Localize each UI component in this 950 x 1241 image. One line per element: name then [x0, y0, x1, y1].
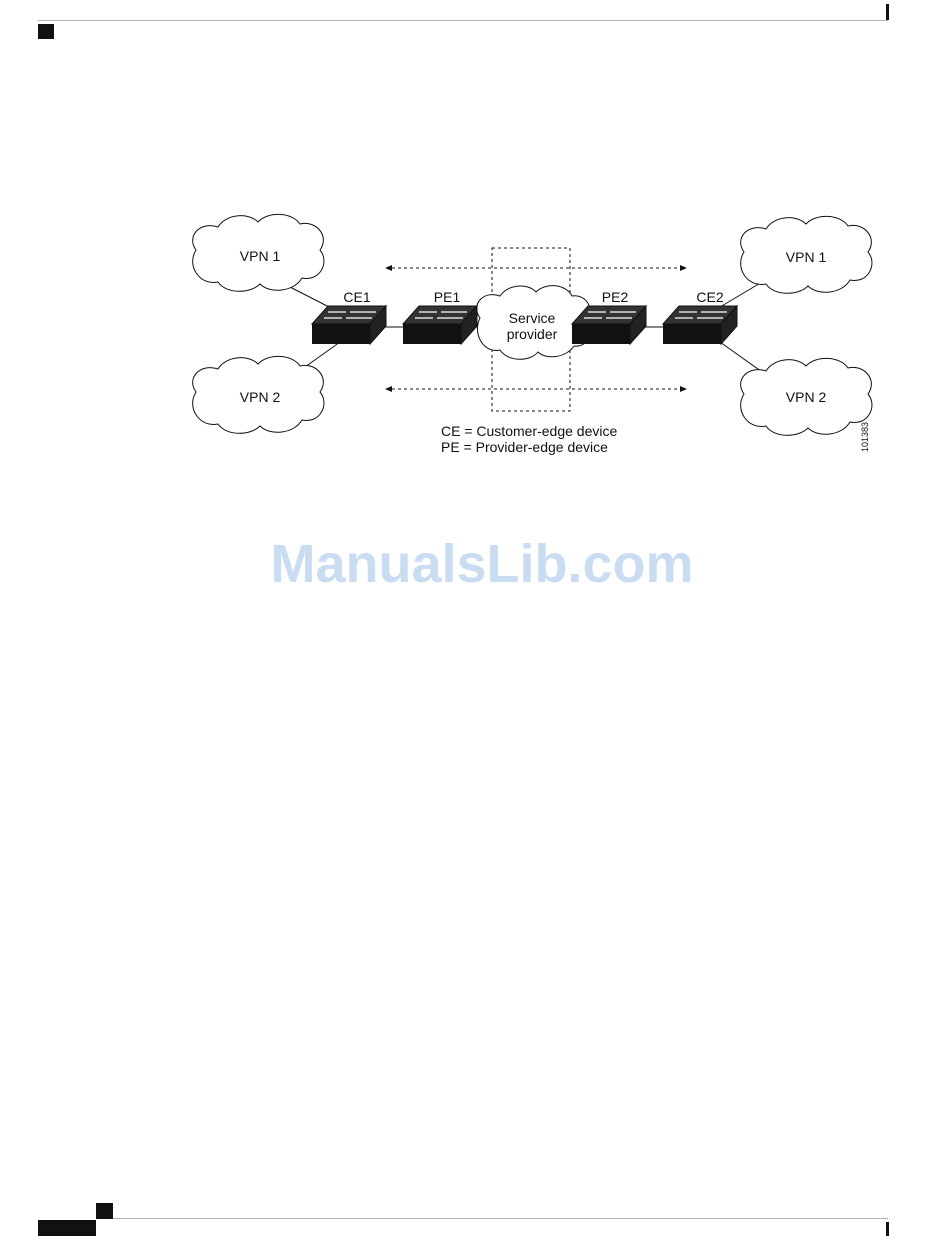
footer-bar [38, 1220, 96, 1236]
figure-id: 101383 [860, 422, 870, 452]
switch-ce2 [663, 306, 737, 344]
label-vpn2-left: VPN 2 [240, 389, 281, 405]
label-vpn1-left: VPN 1 [240, 248, 281, 264]
switch-pe2 [572, 306, 646, 344]
switch-pe1 [403, 306, 477, 344]
label-pe1: PE1 [434, 289, 461, 305]
footer-tick [886, 1222, 889, 1236]
label-provider: provider [507, 326, 558, 342]
vpn-network-diagram: VPN 1 VPN 2 VPN 1 VPN 2 CE1 PE1 PE2 CE2 … [0, 0, 950, 520]
label-service: Service [509, 310, 556, 326]
legend-ce: CE = Customer-edge device [441, 423, 617, 439]
footer-marker [96, 1203, 113, 1219]
footer-rule [96, 1218, 888, 1219]
label-pe2: PE2 [602, 289, 629, 305]
label-ce1: CE1 [343, 289, 370, 305]
watermark: ManualsLib.com [0, 533, 950, 595]
legend-pe: PE = Provider-edge device [441, 439, 608, 455]
label-vpn2-right: VPN 2 [786, 389, 827, 405]
label-ce2: CE2 [696, 289, 723, 305]
switch-ce1 [312, 306, 386, 344]
label-vpn1-right: VPN 1 [786, 249, 827, 265]
